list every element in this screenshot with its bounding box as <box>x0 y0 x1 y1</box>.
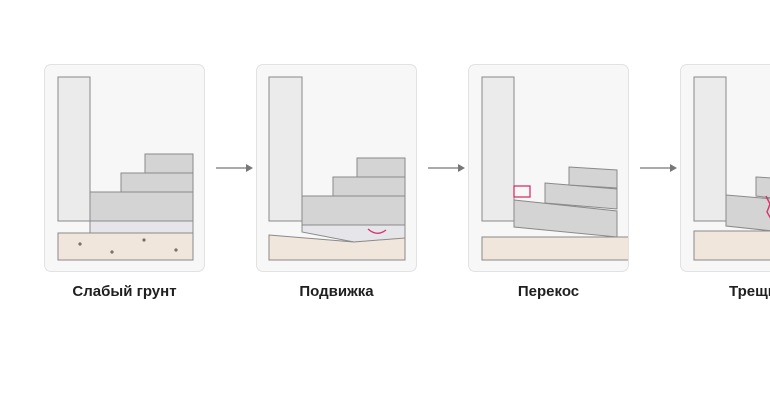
stair-step-3 <box>568 166 618 189</box>
stair-step-3 <box>356 157 406 178</box>
label-shift: Подвижка <box>299 283 374 300</box>
stair-step-3 <box>144 153 194 174</box>
arrow-right-icon <box>216 164 253 172</box>
panel-shift <box>256 64 417 272</box>
soil-layer <box>57 232 194 261</box>
wall <box>268 76 303 222</box>
soil-layer <box>693 230 770 261</box>
panel-skew <box>468 64 629 272</box>
panel-crack <box>680 64 770 272</box>
soil-layer <box>268 234 406 261</box>
crack-mark <box>765 195 770 219</box>
stair-step-1 <box>301 195 406 226</box>
stair-step-1 <box>725 194 770 232</box>
wall <box>481 76 515 222</box>
panel-weak-soil <box>44 64 205 272</box>
soil-particle <box>142 238 146 242</box>
stair-step-2 <box>755 176 770 199</box>
soil-layer <box>481 236 628 261</box>
soil-particle <box>174 248 178 252</box>
settlement-mark <box>367 228 387 234</box>
stair-step-2 <box>332 176 406 197</box>
base-slab <box>89 220 194 234</box>
gap-mark <box>513 185 531 198</box>
label-skew: Перекос <box>517 283 580 300</box>
label-crack: Трещина <box>729 283 770 300</box>
soil-particle <box>110 250 114 254</box>
wall <box>57 76 91 222</box>
stair-step-2 <box>120 172 194 193</box>
wall <box>693 76 727 222</box>
soil-particle <box>78 242 82 246</box>
label-weak-soil: Слабый грунт <box>72 283 177 300</box>
arrow-right-icon <box>428 164 465 172</box>
arrow-right-icon <box>640 164 677 172</box>
stair-step-1 <box>89 191 194 222</box>
